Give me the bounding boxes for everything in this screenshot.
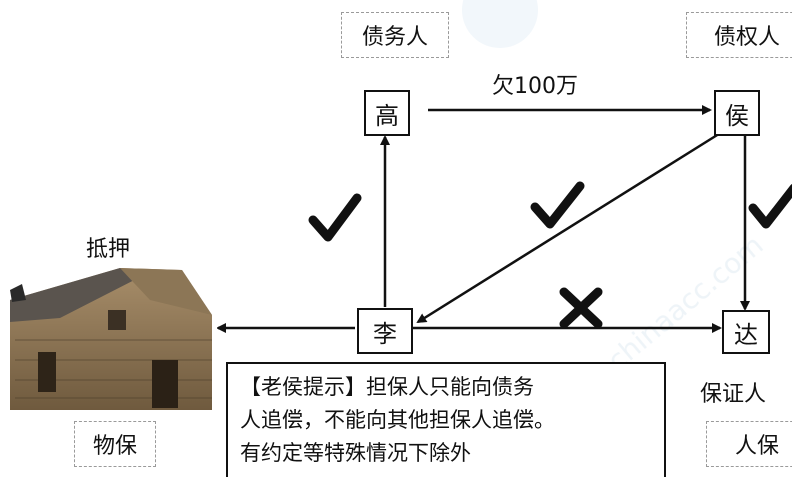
tip-note-line-1: 【老侯提示】担保人只能向债务 <box>240 375 534 399</box>
collateral-label: 抵押 <box>86 237 131 262</box>
property-guarantee-label: 物保 <box>74 421 156 467</box>
check-icon <box>748 183 792 229</box>
tip-note: 【老侯提示】担保人只能向债务 人追偿，不能向其他担保人追偿。 有约定等特殊情况下… <box>226 362 666 477</box>
cross-icon <box>559 287 603 329</box>
node-hou: 侯 <box>714 90 760 136</box>
node-da: 达 <box>722 310 770 354</box>
check-icon <box>530 181 585 229</box>
guarantor-label: 保证人 <box>700 382 767 407</box>
personal-guarantee-label: 人保 <box>706 421 792 467</box>
house-photo <box>10 258 217 410</box>
node-gao: 高 <box>364 90 410 136</box>
debtor-label: 债务人 <box>341 12 449 58</box>
arrow-hou-to-li <box>416 130 723 324</box>
tip-note-line-3: 有约定等特殊情况下除外 <box>240 441 471 465</box>
debt-amount-label: 欠100万 <box>492 74 578 99</box>
creditor-label: 债权人 <box>686 12 792 58</box>
check-icon <box>308 193 362 242</box>
tip-note-line-2: 人追偿，不能向其他担保人追偿。 <box>240 408 555 432</box>
node-li: 李 <box>357 308 413 354</box>
